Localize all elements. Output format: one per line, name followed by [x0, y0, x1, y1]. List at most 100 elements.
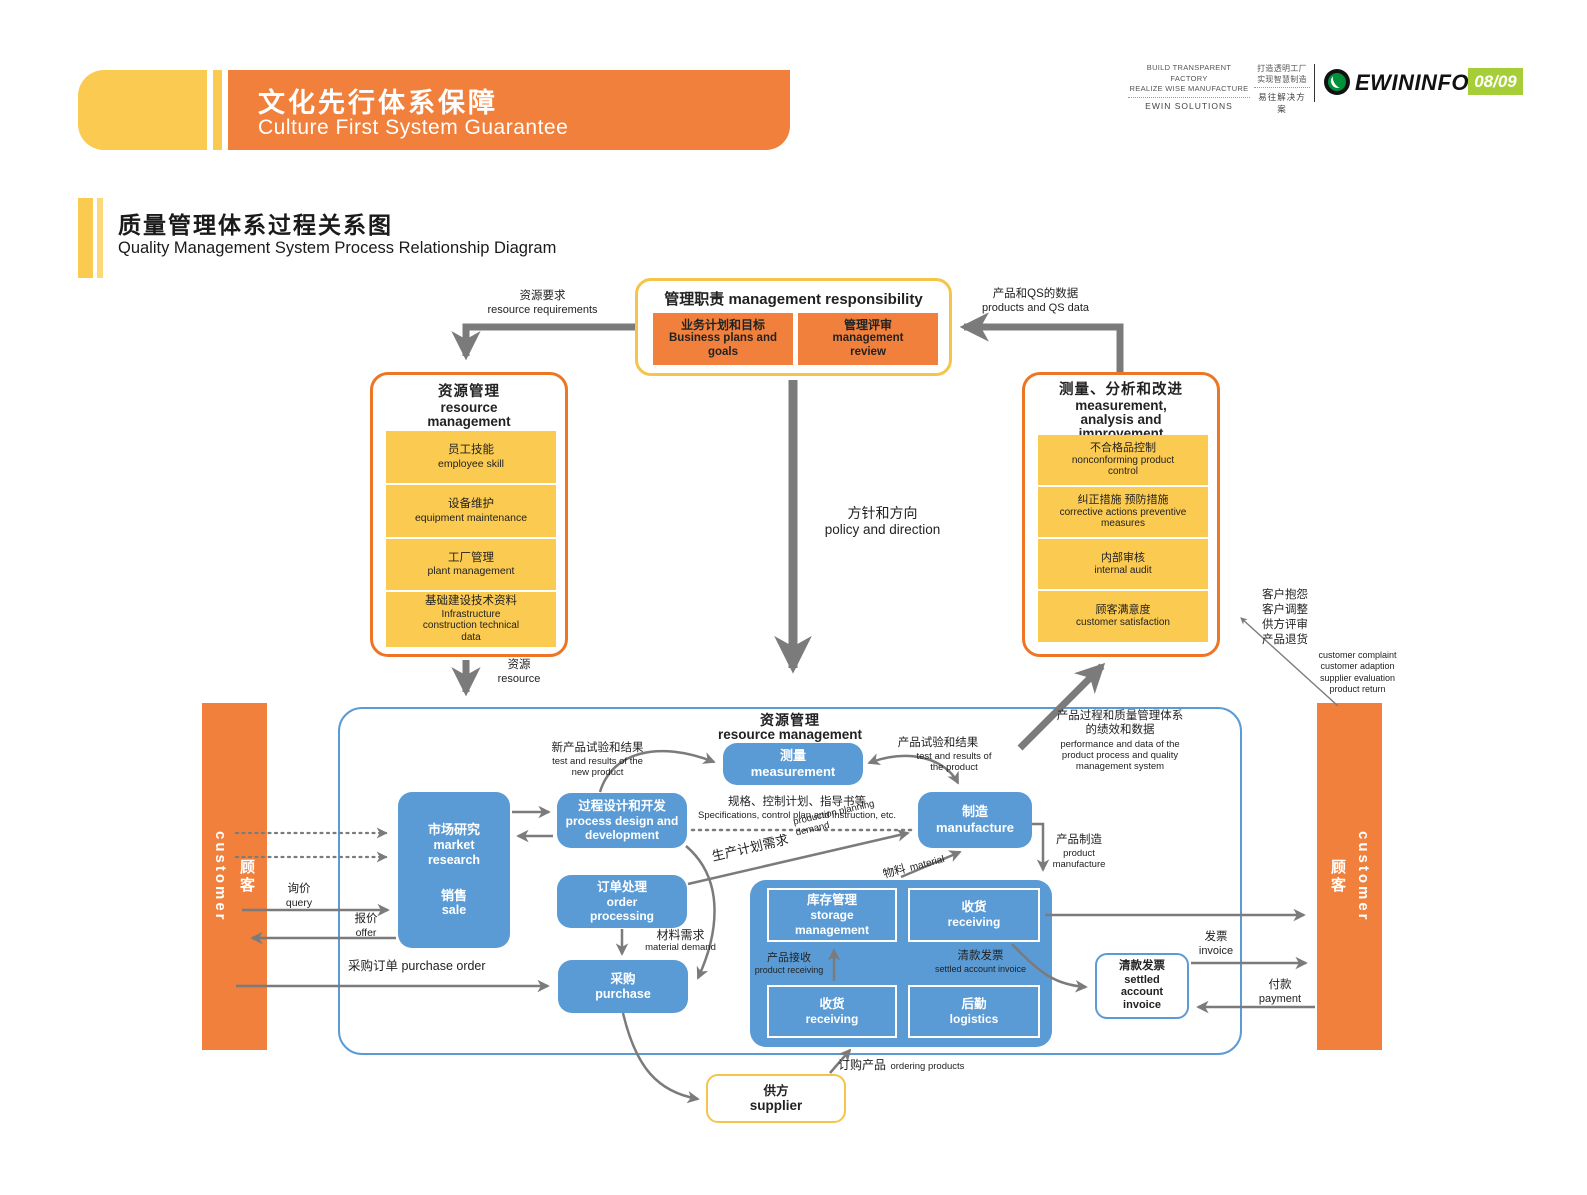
manufacture-zh: 制造	[961, 804, 988, 820]
purchase-node: 采购 purchase	[558, 960, 688, 1013]
measurement-item: 顾客满意度 customer satisfaction	[1038, 591, 1208, 642]
measurement-item: 纠正措施 预防措施 corrective actions preventive …	[1038, 487, 1208, 537]
measurement-item: 不合格品控制 nonconforming product control	[1038, 435, 1208, 485]
order-processing-node: 订单处理 order processing	[557, 875, 687, 928]
page-number-badge: 08/09	[1468, 68, 1523, 95]
container-title-zh: 资源管理	[760, 712, 820, 728]
brand-en-solutions: EWIN SOLUTIONS	[1145, 100, 1233, 111]
label-resource: 资源 resource	[497, 659, 541, 685]
label-product-manufacture: 产品制造 product manufacture	[1052, 834, 1106, 871]
label-material-demand: 材料需求 material demand	[645, 928, 716, 954]
brand-slogan-en: BUILD TRANSPARENT FACTORY REALIZE WISE M…	[1128, 63, 1250, 111]
warehouse-block: 库存管理 storage management 收货 receiving 收货 …	[750, 880, 1052, 1047]
business-plans-en: Business plans and goals	[668, 332, 777, 359]
purchase-en: purchase	[595, 986, 651, 1001]
logistics-node: 后勤 logistics	[908, 985, 1040, 1038]
measurement-item: 内部审核 internal audit	[1038, 539, 1208, 589]
supplier-zh: 供方	[763, 1083, 789, 1098]
purchase-zh: 采购	[610, 971, 636, 986]
brand-zh-line2: 实现智慧制造	[1257, 75, 1307, 85]
management-review-zh: 管理评审	[843, 318, 892, 332]
container-title-en: resource management	[717, 727, 863, 742]
resource-item: 工厂管理 plant management	[386, 539, 556, 590]
process-design-en: process design and development	[565, 813, 679, 842]
label-invoice: 发票 invoice	[1198, 931, 1234, 957]
business-plans-box: 业务计划和目标 Business plans and goals	[653, 313, 793, 365]
customer-right-zh: 顾客	[1329, 858, 1346, 895]
customer-left-zh: 顾客	[238, 858, 255, 895]
label-settled-invoice: 清款发票 settled account invoice	[934, 950, 1027, 974]
label-query: 询价 query	[285, 883, 313, 909]
brand-slogan-zh: 打造透明工厂 实现智慧制造 易往解决方案	[1254, 63, 1310, 115]
section-title-zh: 质量管理体系过程关系图	[118, 212, 393, 238]
market-research-zh: 市场研究	[427, 821, 480, 837]
measurement-items: 不合格品控制 nonconforming product control 纠正措…	[1038, 435, 1208, 644]
label-ordering-products: 订购产品 ordering products	[838, 1058, 965, 1072]
section-marker-bar	[78, 198, 93, 278]
label-policy-direction: 方针和方向 policy and direction	[824, 505, 941, 537]
sale-zh: 销售	[440, 887, 467, 903]
management-review-en: management review	[832, 332, 904, 359]
business-plans-zh: 业务计划和目标	[680, 318, 765, 332]
receiving-bottom-node: 收货 receiving	[767, 985, 897, 1038]
header-yellow-strip	[213, 70, 222, 150]
management-responsibility-box: 管理职责 management responsibility 业务计划和目标 B…	[635, 278, 952, 376]
resource-management-box: 资源管理 resource management 员工技能 employee s…	[370, 372, 568, 657]
brand-zh-line1: 打造透明工厂	[1257, 64, 1307, 73]
storage-management-node: 库存管理 storage management	[767, 888, 897, 942]
manufacture-en: manufacture	[935, 820, 1015, 835]
label-products-qs-data: 产品和QS的数据 products and QS data	[981, 288, 1089, 314]
market-research-en: market research	[427, 837, 481, 867]
label-specifications: 规格、控制计划、指导书等 Specifications, control pla…	[697, 796, 897, 821]
manufacture-node: 制造 manufacture	[918, 792, 1032, 848]
label-purchase-order: 采购订单 purchase order	[348, 959, 486, 973]
brand-divider	[1314, 64, 1315, 102]
customer-bar-left: customer 顾客	[202, 703, 267, 1050]
measurement-analysis-box: 测量、分析和改进 measurement, analysis and impro…	[1022, 372, 1220, 657]
header-yellow-shape	[78, 70, 207, 150]
sale-en: sale	[441, 903, 467, 918]
process-design-zh: 过程设计和开发	[578, 798, 666, 813]
resource-management-title-zh: 资源管理	[438, 384, 500, 400]
page-title-zh: 文化先行体系保障	[258, 88, 498, 118]
header-banner: 文化先行体系保障 Culture First System Guarantee	[228, 70, 790, 150]
ewininfo-logo-icon	[1324, 69, 1350, 95]
logo-wordmark: EWININFO	[1355, 70, 1469, 95]
label-resource-requirements: 资源要求 resource requirements	[487, 290, 598, 316]
label-product-test: 产品试验和结果 test and results of the product	[897, 737, 992, 774]
customer-right-en: customer	[1355, 830, 1372, 923]
logistics-en: logistics	[949, 1011, 999, 1026]
resource-item: 设备维护 equipment maintenance	[386, 485, 556, 537]
label-offer: 报价 offer	[354, 913, 378, 939]
storage-zh: 库存管理	[806, 893, 857, 908]
page-title-en: Culture First System Guarantee	[258, 116, 569, 139]
resource-item: 基础建设技术资料 Infrastructure construction tec…	[386, 592, 556, 647]
measurement-analysis-title-zh: 测量、分析和改进	[1059, 382, 1183, 398]
logo-leaf	[1328, 73, 1346, 91]
brand-zh-solutions: 易往解决方案	[1258, 92, 1306, 115]
customer-bar-right: 顾客 customer	[1317, 703, 1382, 1050]
label-new-product-test: 新产品试验和结果 test and results of the new pro…	[551, 742, 644, 779]
supplier-en: supplier	[749, 1097, 803, 1113]
supplier-node: 供方 supplier	[706, 1074, 846, 1123]
management-review-box: 管理评审 management review	[798, 313, 938, 365]
resource-items: 员工技能 employee skill 设备维护 equipment maint…	[386, 431, 556, 649]
measurement-en: measurement	[750, 764, 836, 779]
dotted-divider	[1128, 96, 1250, 98]
storage-en: storage management	[794, 908, 870, 937]
section-marker-strip	[97, 198, 103, 278]
resource-item: 员工技能 employee skill	[386, 431, 556, 483]
brand-en-line1: BUILD TRANSPARENT FACTORY	[1146, 63, 1232, 83]
settled-en: settled account invoice	[1120, 973, 1164, 1011]
label-product-receiving: 产品接收 product receiving	[754, 952, 824, 976]
order-processing-zh: 订单处理	[596, 879, 647, 894]
label-complaints-en: customer complaint customer adaption sup…	[1318, 650, 1397, 694]
management-responsibility-title: 管理职责 management responsibility	[664, 291, 923, 308]
label-complaints-zh: 客户抱怨 客户调整 供方评审 产品退货	[1262, 589, 1308, 646]
resource-management-title-en: resource management	[427, 400, 511, 430]
section-title-en: Quality Management System Process Relati…	[118, 239, 557, 257]
label-performance-data: 产品过程和质量管理体系 的绩效和数据 performance and data …	[1056, 710, 1184, 773]
order-processing-en: order processing	[589, 894, 655, 923]
process-design-node: 过程设计和开发 process design and development	[557, 793, 687, 848]
